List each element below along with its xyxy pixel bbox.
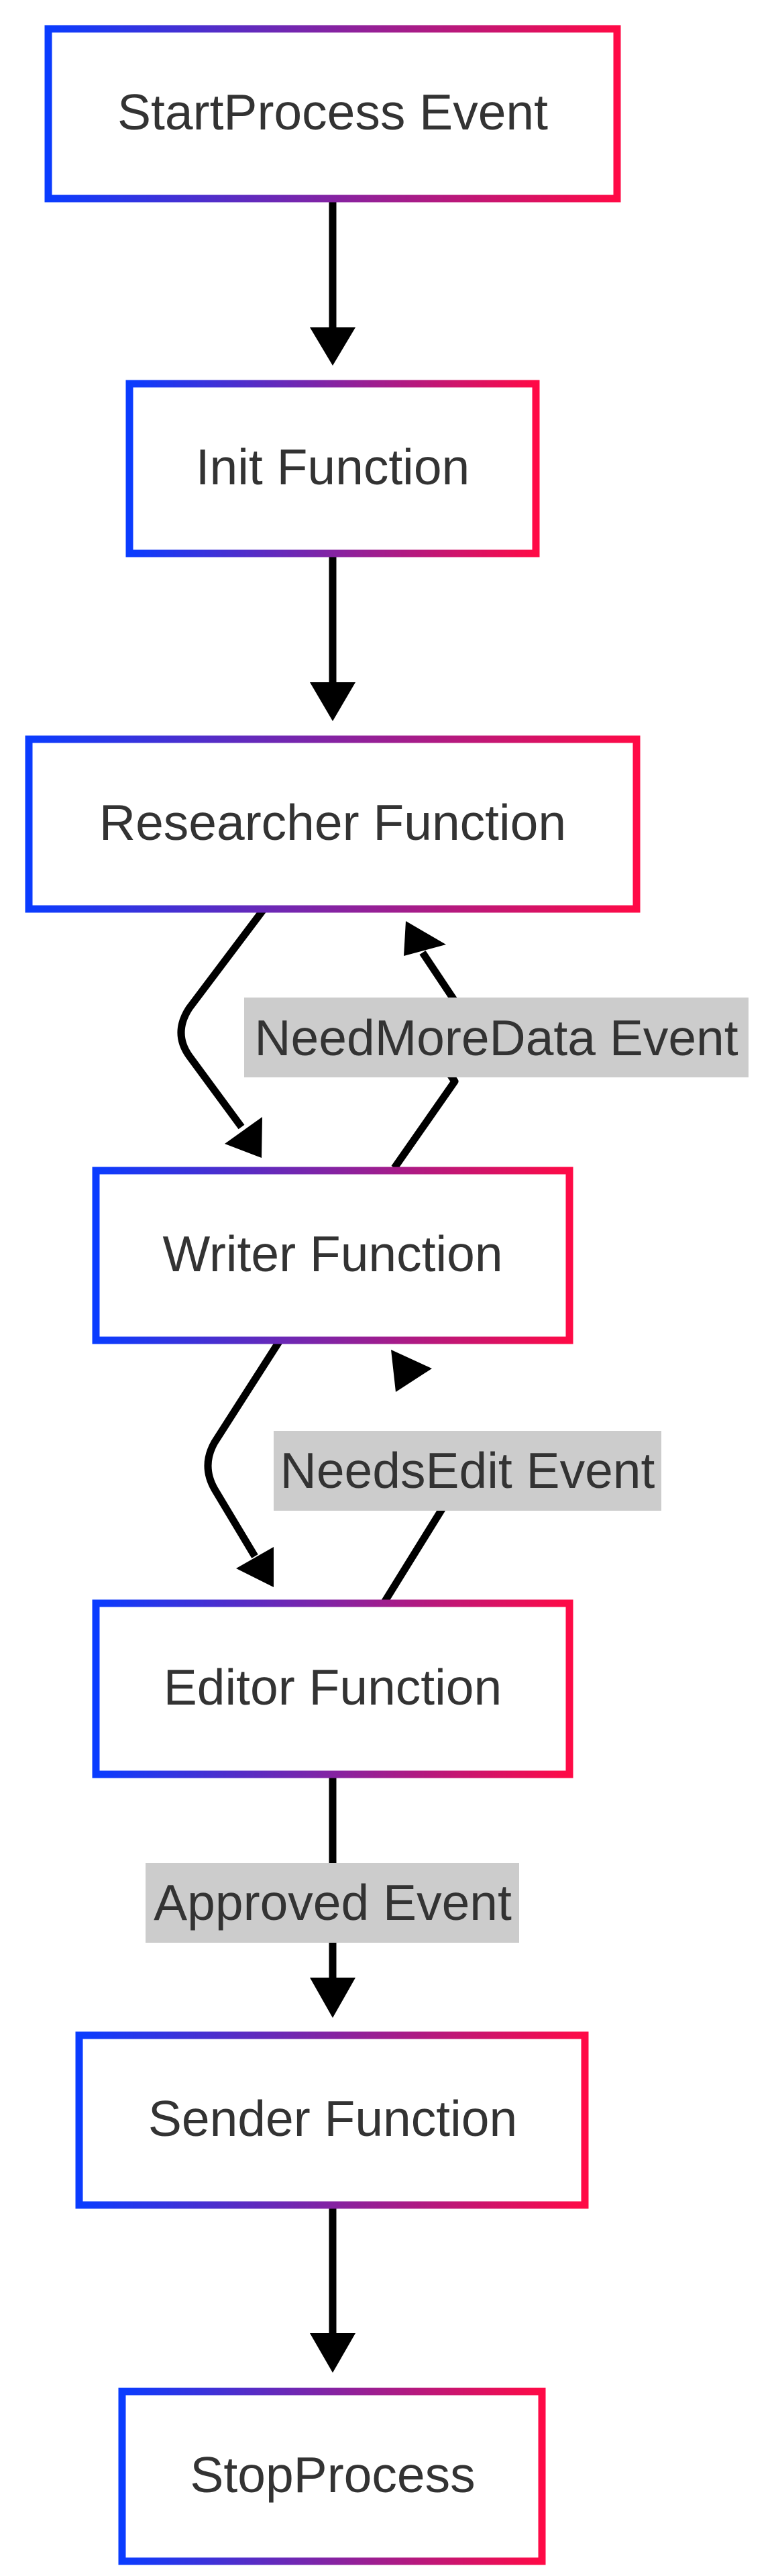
node-init-function-label: Init Function — [196, 439, 470, 495]
node-researcher-function: Researcher Function — [25, 735, 641, 913]
edge-label-approved: Approved Event — [146, 1863, 519, 1943]
node-start-process-event: StartProcess Event — [44, 25, 621, 203]
node-editor-function: Editor Function — [92, 1599, 573, 1778]
node-stop-process: StopProcess — [118, 2387, 546, 2565]
node-sender-function-label: Sender Function — [148, 2090, 517, 2147]
edge-sender-to-stop — [310, 2207, 355, 2373]
node-writer-function: Writer Function — [92, 1167, 573, 1344]
node-stop-process-label: StopProcess — [190, 2447, 475, 2503]
node-sender-function: Sender Function — [75, 2031, 589, 2209]
node-editor-function-label: Editor Function — [164, 1659, 502, 1715]
edge-label-needmoredata-text: NeedMoreData Event — [254, 1010, 738, 1066]
node-writer-function-label: Writer Function — [162, 1226, 502, 1282]
edge-start-to-init — [310, 200, 355, 366]
node-start-process-event-label: StartProcess Event — [117, 84, 548, 140]
node-researcher-function-label: Researcher Function — [99, 794, 566, 851]
edge-writer-to-editor — [204, 1338, 284, 1587]
node-init-function: Init Function — [125, 380, 540, 557]
edge-label-needsedit-text: NeedsEdit Event — [280, 1442, 655, 1499]
edge-label-needmoredata: NeedMoreData Event — [244, 998, 749, 1077]
edge-init-to-researcher — [310, 554, 355, 721]
edge-label-approved-text: Approved Event — [154, 1874, 512, 1931]
edge-researcher-to-writer — [177, 905, 268, 1158]
edge-label-needsedit: NeedsEdit Event — [274, 1431, 661, 1511]
